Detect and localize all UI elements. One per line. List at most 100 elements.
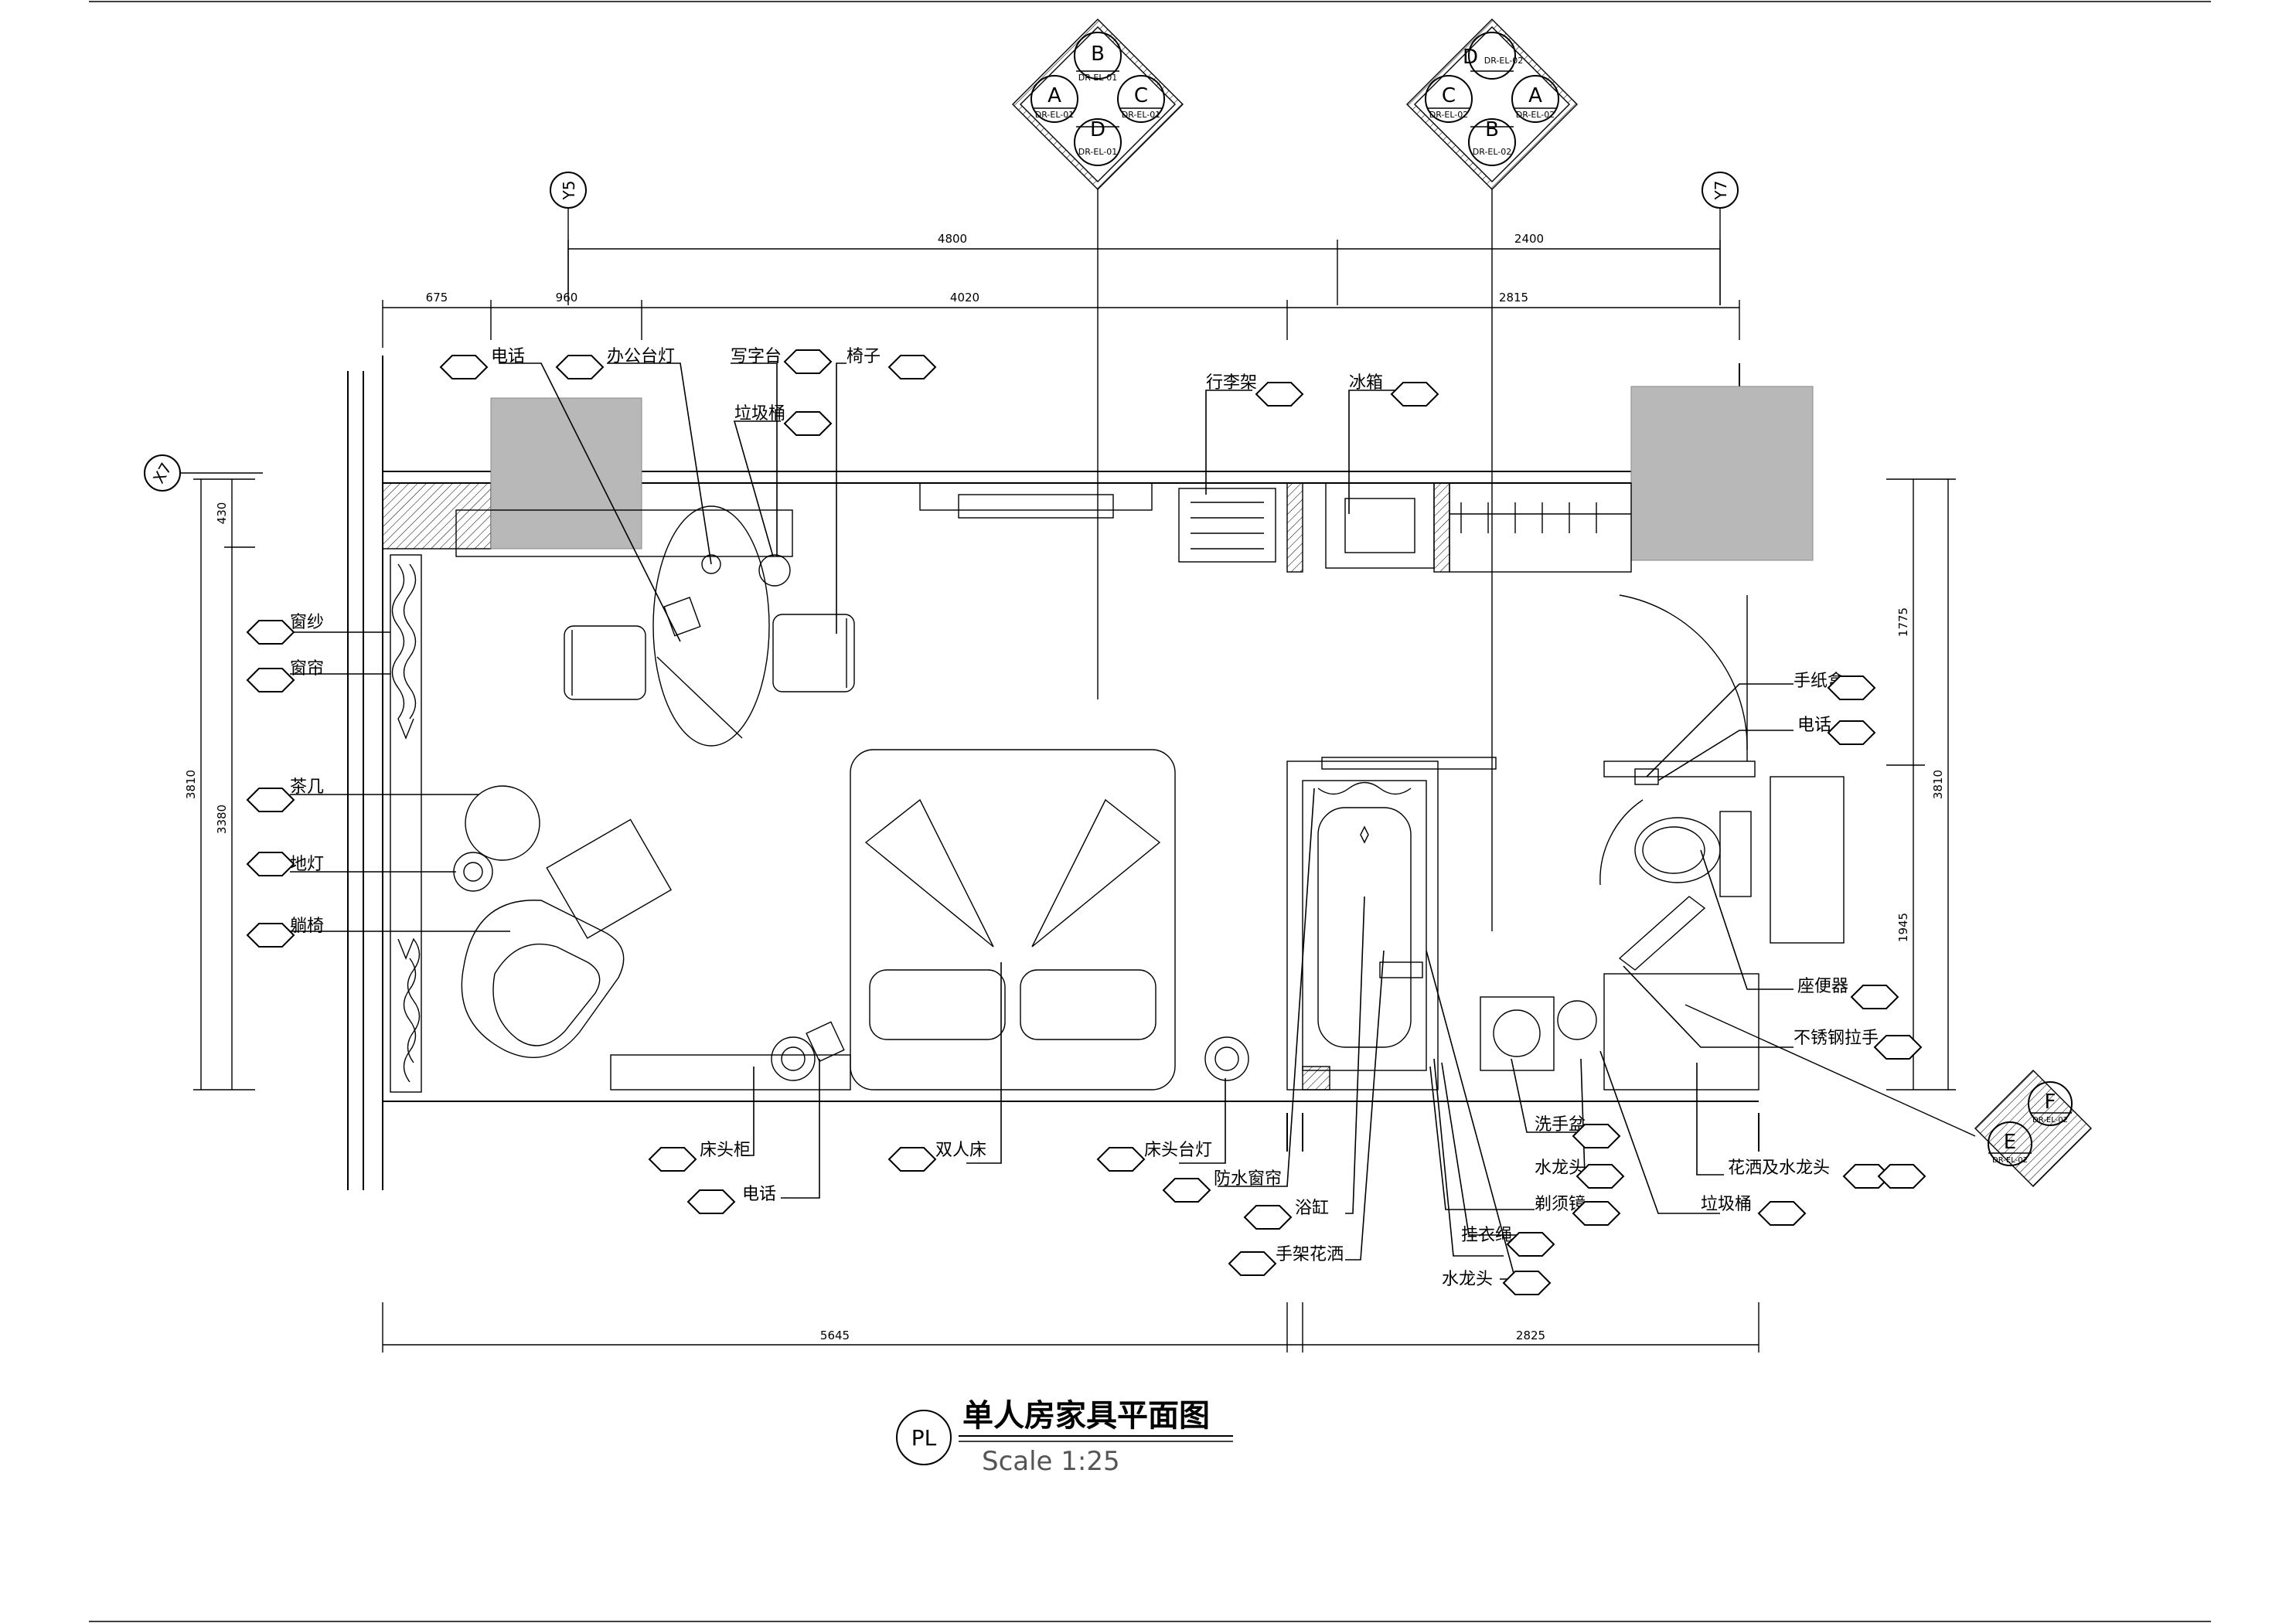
ottoman bbox=[546, 818, 673, 939]
svg-text:浴缸: 浴缸 bbox=[1295, 1199, 1329, 1218]
callout-tissue-box: 手纸盒 bbox=[1794, 672, 1876, 700]
dim-2825: 2825 bbox=[1516, 1329, 1545, 1342]
title-badge: PL bbox=[911, 1425, 937, 1451]
callout-phone-top: 电话 bbox=[439, 347, 525, 379]
svg-text:办公台灯: 办公台灯 bbox=[607, 347, 675, 366]
dimension-right: 1775 1945 3810 bbox=[1886, 478, 1956, 1091]
title-scale: Scale 1:25 bbox=[982, 1446, 1120, 1477]
callout-nightstand: 床头柜 bbox=[648, 1141, 751, 1172]
elev-right-left-ref: DR-EL-02 bbox=[1429, 110, 1469, 120]
dim-4020: 4020 bbox=[950, 291, 979, 305]
double-bed bbox=[610, 749, 1176, 1091]
elev-left-bottom: D bbox=[1090, 118, 1105, 141]
trash-can-desk bbox=[758, 554, 791, 587]
svg-text:床头柜: 床头柜 bbox=[700, 1141, 751, 1160]
dim-left-3810: 3810 bbox=[184, 770, 198, 799]
svg-text:手架花洒: 手架花洒 bbox=[1276, 1245, 1344, 1264]
dim-2400: 2400 bbox=[1514, 232, 1544, 246]
callout-desk-lamp: 办公台灯 bbox=[555, 347, 675, 379]
svg-text:电话: 电话 bbox=[491, 347, 525, 366]
elev-left-bottom-ref: DR-EL-01 bbox=[1078, 147, 1118, 157]
elev-left-top: B bbox=[1091, 43, 1105, 66]
svg-text:垃圾桶: 垃圾桶 bbox=[1701, 1195, 1752, 1214]
dimension-left: 3810 430 3380 bbox=[184, 478, 255, 1091]
elevation-marker-right: D DR-EL-02 C DR-EL-02 A DR-EL-02 B DR-EL… bbox=[1406, 19, 1578, 931]
callout-bathtub: 浴缸 bbox=[1243, 1199, 1329, 1230]
callout-floor-lamp: 地灯 bbox=[246, 852, 324, 876]
toilet bbox=[1634, 811, 1752, 897]
callout-shower-curtain: 防水窗帘 bbox=[1162, 1169, 1282, 1203]
title-name: 单人房家具平面图 bbox=[962, 1398, 1210, 1434]
elev-left-right-ref: DR-EL-01 bbox=[1122, 110, 1161, 120]
tea-table bbox=[465, 785, 540, 861]
callout-luggage-rack: 行李架 bbox=[1206, 373, 1304, 407]
dimension-bottom: 5645 2825 bbox=[382, 1302, 1759, 1352]
column-left bbox=[490, 397, 642, 550]
svg-text:窗纱: 窗纱 bbox=[290, 613, 324, 632]
desk bbox=[455, 505, 793, 747]
door-swing bbox=[1619, 594, 1748, 761]
svg-text:水龙头: 水龙头 bbox=[1442, 1270, 1493, 1289]
elev-right-left: C bbox=[1442, 84, 1456, 107]
tv-console bbox=[919, 482, 1153, 511]
elev-left-left: A bbox=[1048, 84, 1061, 107]
nightstand-right bbox=[1204, 1036, 1249, 1081]
elev-left-right: C bbox=[1134, 84, 1148, 107]
callout-fridge: 冰箱 bbox=[1349, 373, 1439, 407]
bathtub bbox=[1286, 760, 1439, 1091]
elev-right-right-ref: DR-EL-02 bbox=[1516, 110, 1555, 120]
callout-hand-shower: 手架花洒 bbox=[1228, 1245, 1344, 1276]
desk-chair-left bbox=[564, 625, 646, 700]
elev-corner-top-ref: DR-EL-02 bbox=[2032, 1116, 2068, 1125]
dim-675: 675 bbox=[426, 291, 448, 305]
callout-phone-bath: 电话 bbox=[1797, 716, 1876, 745]
svg-text:挂衣绳: 挂衣绳 bbox=[1461, 1226, 1512, 1245]
svg-text:花洒及水龙头: 花洒及水龙头 bbox=[1728, 1159, 1830, 1178]
svg-text:防水窗帘: 防水窗帘 bbox=[1214, 1169, 1282, 1189]
elevation-marker-left: B DR-EL-01 A DR-EL-01 C DR-EL-01 D DR-EL… bbox=[1012, 19, 1184, 699]
fridge bbox=[1325, 482, 1435, 569]
callout-shower-faucet: 花洒及水龙头 bbox=[1728, 1159, 1926, 1189]
svg-text:电话: 电话 bbox=[1797, 716, 1831, 735]
callout-chair: 椅子 bbox=[847, 347, 937, 379]
callout-curtain: 窗帘 bbox=[246, 659, 324, 692]
leader-lines bbox=[290, 362, 1794, 1280]
svg-text:垃圾桶: 垃圾桶 bbox=[734, 404, 785, 424]
axis-y7-label: Y7 bbox=[1712, 181, 1730, 201]
svg-text:行李架: 行李架 bbox=[1206, 373, 1257, 393]
callout-grab-bar: 不锈钢拉手 bbox=[1794, 1029, 1923, 1060]
dim-960: 960 bbox=[556, 291, 578, 305]
desk-chair-right bbox=[772, 614, 855, 692]
curtain-top bbox=[391, 563, 417, 740]
luggage-rack bbox=[1178, 488, 1276, 563]
curtain-bottom bbox=[397, 937, 421, 1083]
dim-2815: 2815 bbox=[1499, 291, 1528, 305]
svg-text:水龙头: 水龙头 bbox=[1535, 1159, 1586, 1178]
elev-corner-top: F bbox=[2045, 1091, 2056, 1114]
dim-left-430: 430 bbox=[215, 502, 229, 525]
elev-left-left-ref: DR-EL-01 bbox=[1035, 110, 1075, 120]
svg-text:茶几: 茶几 bbox=[290, 777, 324, 797]
tissue-box bbox=[1634, 768, 1659, 785]
trash-can-bath bbox=[1557, 1000, 1597, 1040]
callout-double-bed: 双人床 bbox=[887, 1141, 986, 1172]
callout-desk: 写字台 bbox=[731, 347, 833, 374]
elevation-marker-corner: F DR-EL-02 E DR-EL-02 bbox=[1685, 1004, 2092, 1187]
elev-corner-bottom: E bbox=[2004, 1131, 2016, 1154]
column-right bbox=[1630, 386, 1814, 561]
callout-clothesline: 挂衣绳 bbox=[1461, 1226, 1555, 1257]
axis-x7: X7 bbox=[144, 454, 263, 492]
callout-bed-lamp: 床头台灯 bbox=[1096, 1141, 1212, 1172]
dim-5645: 5645 bbox=[820, 1329, 850, 1342]
dim-right-1945: 1945 bbox=[1896, 913, 1910, 942]
elev-right-right: A bbox=[1528, 84, 1542, 107]
callout-tea-table: 茶几 bbox=[246, 777, 324, 812]
elev-left-top-ref: DR-EL-01 bbox=[1078, 73, 1118, 83]
wardrobe bbox=[1449, 482, 1632, 573]
svg-text:地灯: 地灯 bbox=[290, 855, 324, 874]
svg-text:座便器: 座便器 bbox=[1797, 977, 1848, 996]
dimension-top-axis: 4800 2400 bbox=[567, 232, 1721, 305]
washbasin bbox=[1480, 996, 1555, 1071]
svg-text:躺椅: 躺椅 bbox=[290, 917, 324, 936]
